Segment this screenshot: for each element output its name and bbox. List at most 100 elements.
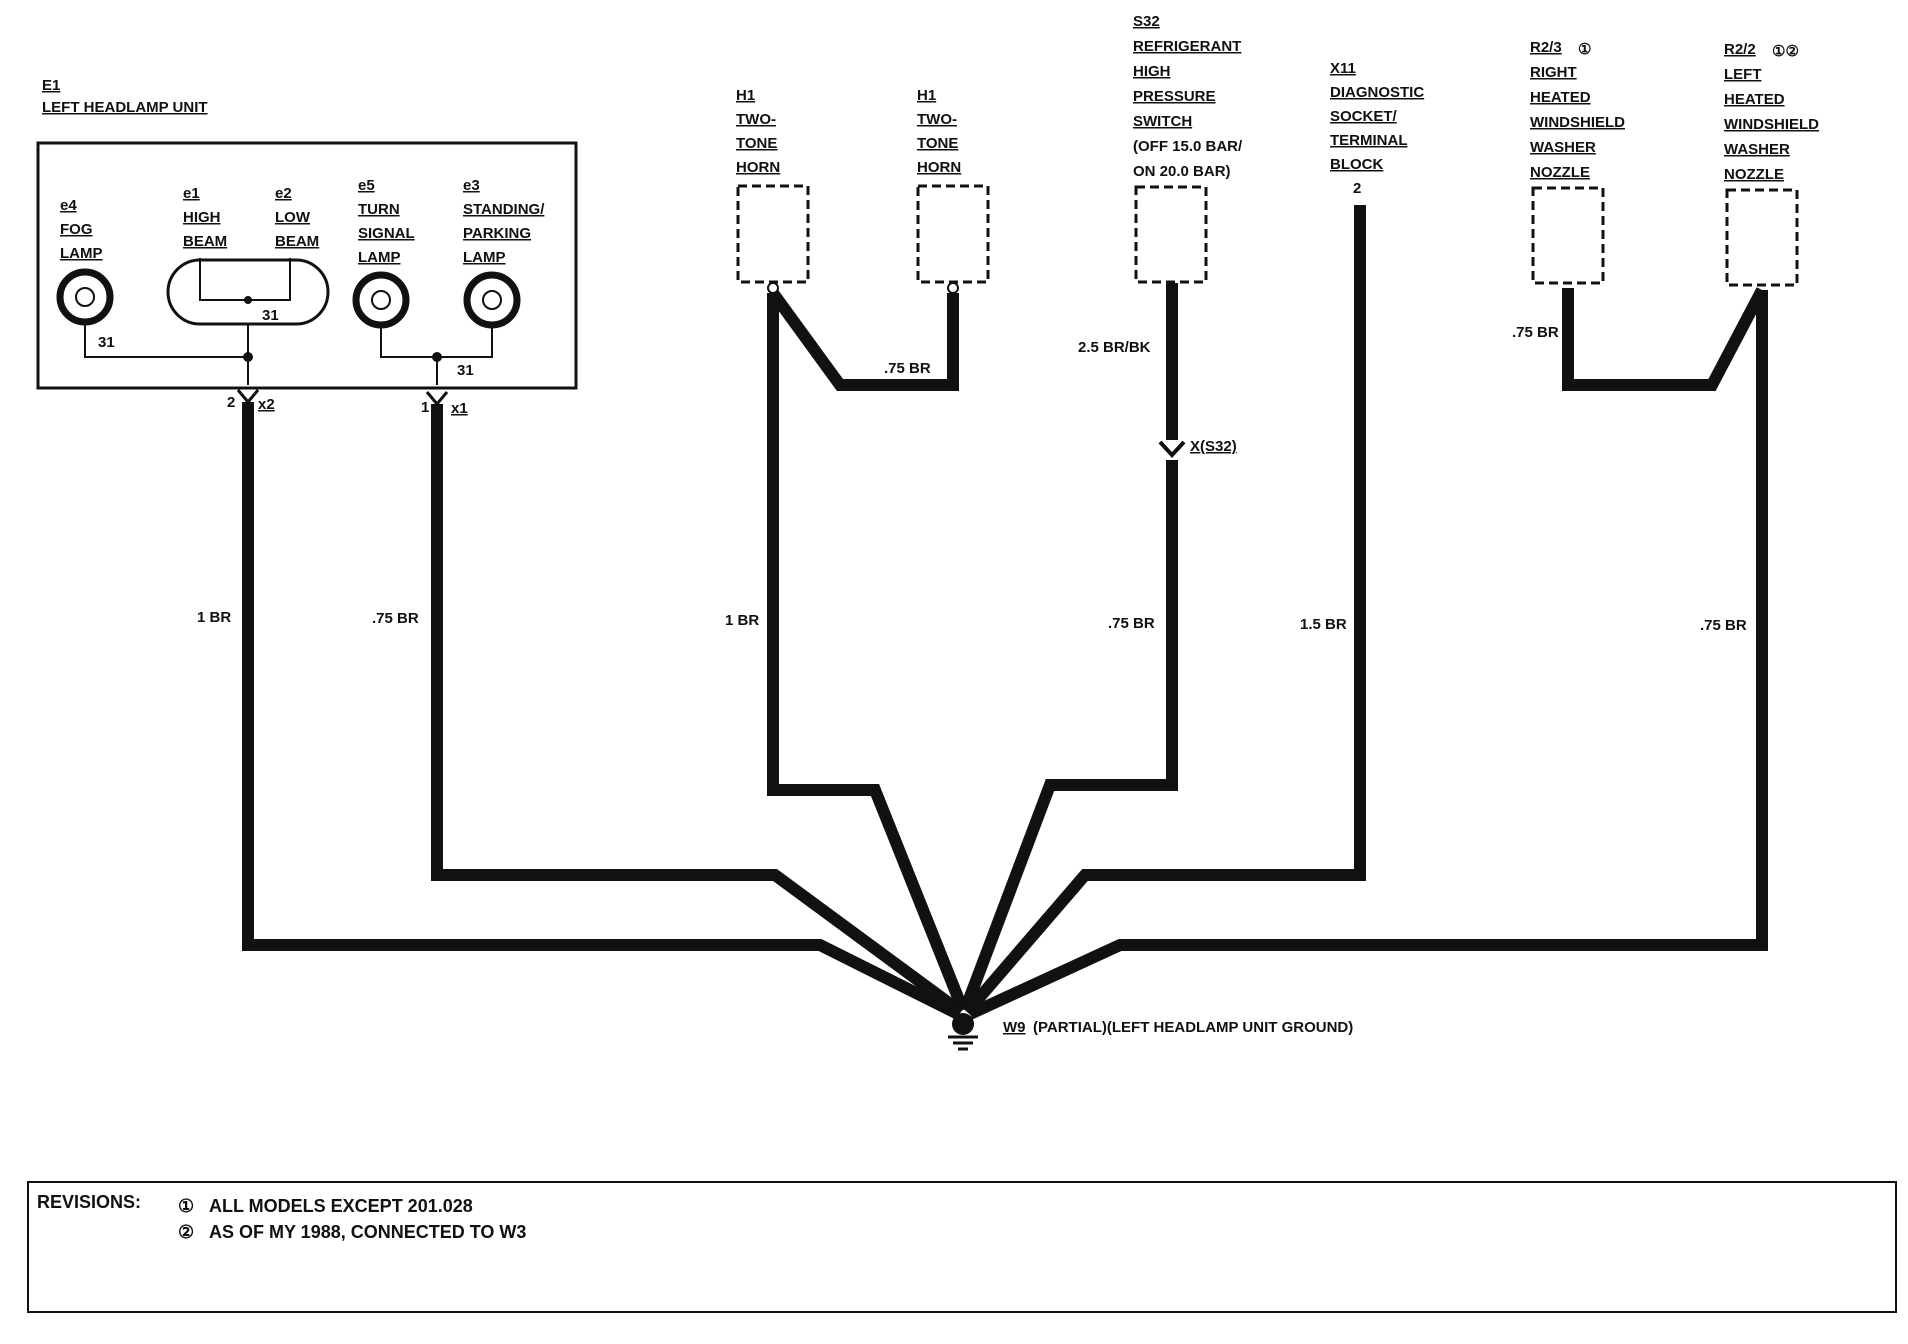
revisions-frame xyxy=(27,1181,1897,1313)
parking-lamp-line-3: LAMP xyxy=(463,249,506,266)
revision-2-mark: ② xyxy=(178,1222,194,1242)
horn-1: H1 TWO- TONE HORN xyxy=(736,87,810,294)
wire-label-x2: 1 BR xyxy=(197,609,231,626)
horn-2-box xyxy=(916,184,990,284)
horn-1-line-2: TONE xyxy=(736,135,777,152)
wire-horn xyxy=(767,293,969,1013)
x2-name: x2 xyxy=(258,396,275,413)
low-beam-pin: 31 xyxy=(262,307,279,324)
s32-line-1: REFRIGERANT xyxy=(1133,38,1241,55)
parking-lamp-line-2: PARKING xyxy=(463,225,531,242)
junction-dot xyxy=(432,352,442,362)
parking-lamp-filament xyxy=(482,290,502,310)
fog-lamp-line-1: FOG xyxy=(60,221,93,238)
r2-2-revision-marks: ①② xyxy=(1772,43,1799,60)
x11-line-1: DIAGNOSTIC xyxy=(1330,84,1424,101)
x1-connector xyxy=(425,391,449,407)
horn-2-line-3: HORN xyxy=(917,159,961,176)
wire-label-r2-2: .75 BR xyxy=(1700,617,1747,634)
fog-lamp-filament xyxy=(75,287,95,307)
low-beam-line-1: LOW xyxy=(275,209,311,226)
s32-id: S32 xyxy=(1133,13,1160,30)
dual-beam-filament xyxy=(199,258,291,301)
high-low-beam: e1 HIGH BEAM e2 LOW BEAM 31 xyxy=(166,185,330,326)
low-beam-line-2: BEAM xyxy=(275,233,319,250)
x11-id: X11 xyxy=(1330,60,1356,77)
r2-2-line-5: NOZZLE xyxy=(1724,166,1784,183)
wire-horn-link xyxy=(768,289,959,391)
x2-pin: 2 xyxy=(227,394,235,411)
x11-block: X11 DIAGNOSTIC SOCKET/ TERMINAL BLOCK 2 xyxy=(1330,60,1424,197)
parking-lamp: e3 STANDING/ PARKING LAMP xyxy=(463,177,545,329)
s32-box xyxy=(1134,185,1208,284)
x1-name: x1 xyxy=(451,400,468,417)
wire-s32-lower xyxy=(959,460,1178,1013)
wire-x11 xyxy=(962,205,1366,1016)
low-beam-id: e2 xyxy=(275,185,292,202)
s32-line-2: HIGH xyxy=(1133,63,1171,80)
x11-pin: 2 xyxy=(1353,180,1361,197)
turn-signal-line-1: TURN xyxy=(358,201,400,218)
high-beam-line-2: BEAM xyxy=(183,233,227,250)
e1-box xyxy=(36,141,578,390)
horn-2: H1 TWO- TONE HORN xyxy=(916,87,990,294)
wire-label-x1: .75 BR xyxy=(372,610,419,627)
junction-dot xyxy=(243,352,253,362)
horn-2-line-1: TWO- xyxy=(917,111,957,128)
horn-1-line-3: HORN xyxy=(736,159,780,176)
r2-3-line-3: WINDSHIELD xyxy=(1530,114,1625,131)
parking-lamp-line-1: STANDING/ xyxy=(463,201,545,218)
wire-x1 xyxy=(431,404,965,1017)
x11-line-4: BLOCK xyxy=(1330,156,1383,173)
revision-2-text: AS OF MY 1988, CONNECTED TO W3 xyxy=(209,1222,526,1242)
s32-line-6: ON 20.0 BAR) xyxy=(1133,163,1231,180)
x-s32-connector xyxy=(1158,440,1186,458)
wire-r2-2 xyxy=(967,290,1768,1020)
wire-x2 xyxy=(242,402,961,1020)
r2-3-line-2: HEATED xyxy=(1530,89,1591,106)
ground-id: W9 xyxy=(1003,1019,1026,1036)
wire-label-horn-link: .75 BR xyxy=(884,360,931,377)
e1-ground-link-a xyxy=(84,325,249,358)
wire-label-s32-lower: .75 BR xyxy=(1108,615,1155,632)
s32-line-5: (OFF 15.0 BAR/ xyxy=(1133,138,1243,155)
x11-line-3: TERMINAL xyxy=(1330,132,1408,149)
s32-switch: S32 REFRIGERANT HIGH PRESSURE SWITCH (OF… xyxy=(1133,13,1243,284)
wire-label-r2-3: .75 BR xyxy=(1512,324,1559,341)
wire-label-s32-upper: 2.5 BR/BK xyxy=(1078,339,1151,356)
turn-signal-line-2: SIGNAL xyxy=(358,225,415,242)
wire-label-horn: 1 BR xyxy=(725,612,759,629)
junction-dot xyxy=(244,296,252,304)
ground-w9: W9 (PARTIAL)(LEFT HEADLAMP UNIT GROUND) xyxy=(948,1013,1353,1051)
fog-lamp-pin: 31 xyxy=(98,334,115,351)
r2-3-line-4: WASHER xyxy=(1530,139,1596,156)
turn-signal-id: e5 xyxy=(358,177,375,194)
high-beam-id: e1 xyxy=(183,185,200,202)
ground-label: (PARTIAL)(LEFT HEADLAMP UNIT GROUND) xyxy=(1033,1019,1353,1036)
horn-1-id: H1 xyxy=(736,87,755,104)
r2-2-line-2: HEATED xyxy=(1724,91,1785,108)
r2-3-revision-marks: ① xyxy=(1578,41,1591,58)
r2-2-line-4: WASHER xyxy=(1724,141,1790,158)
revisions-box: REVISIONS: ① ALL MODELS EXCEPT 201.028 ②… xyxy=(27,1181,1897,1313)
turn-signal-line-3: LAMP xyxy=(358,249,401,266)
horn-2-id: H1 xyxy=(917,87,936,104)
turn-signal-symbol xyxy=(352,271,410,329)
r2-3-nozzle: R2/3 ① RIGHT HEATED WINDSHIELD WASHER NO… xyxy=(1530,39,1625,285)
x1-pin: 1 xyxy=(421,399,429,416)
revision-1-text: ALL MODELS EXCEPT 201.028 xyxy=(209,1196,473,1216)
fog-lamp: e4 FOG LAMP 31 xyxy=(56,197,115,351)
revision-1-mark: ① xyxy=(178,1196,194,1216)
r2-3-id: R2/3 xyxy=(1530,39,1562,56)
r2-2-line-1: LEFT xyxy=(1724,66,1762,83)
e1-id: E1 xyxy=(42,77,60,94)
s32-line-4: SWITCH xyxy=(1133,113,1192,130)
e1-headlamp-unit: E1 LEFT HEADLAMP UNIT e4 FOG LAMP 31 e1 … xyxy=(36,77,578,390)
r2-2-nozzle: R2/2 ①② LEFT HEATED WINDSHIELD WASHER NO… xyxy=(1724,41,1819,287)
horn-1-line-1: TWO- xyxy=(736,111,776,128)
turn-signal-filament xyxy=(371,290,391,310)
s32-line-3: PRESSURE xyxy=(1133,88,1216,105)
fog-lamp-symbol xyxy=(56,268,114,326)
high-beam-line-1: HIGH xyxy=(183,209,221,226)
joint-31-label: 31 xyxy=(457,362,474,379)
